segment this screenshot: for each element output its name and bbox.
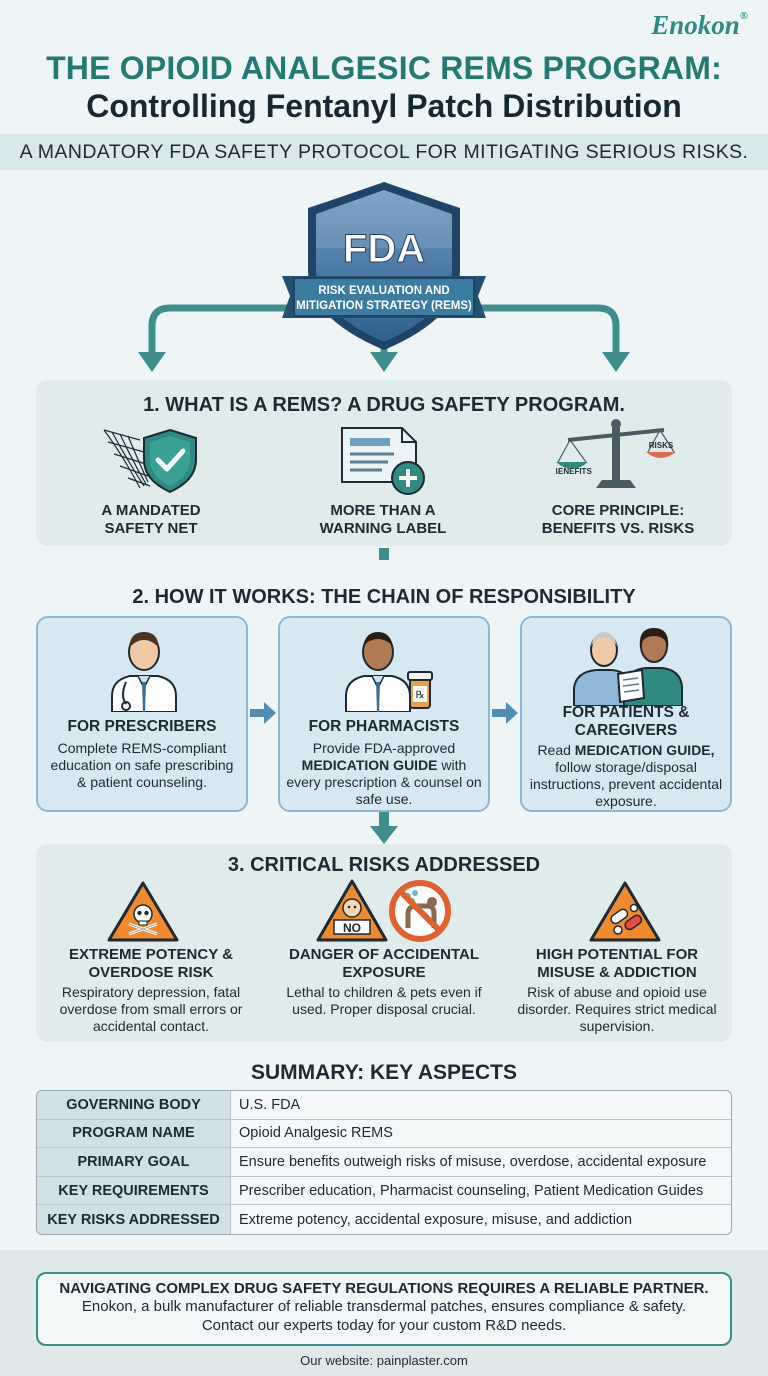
section1-title: 1. WHAT IS A REMS? A DRUG SAFETY PROGRAM… [143,394,625,416]
card-pharmacists-body: Provide FDA-approved MEDICATION GUIDE wi… [286,740,482,807]
summary-key: KEY REQUIREMENTS [37,1176,231,1206]
summary-value: Prescriber education, Pharmacist counsel… [231,1177,731,1206]
item-safety-net: A MANDATED SAFETY NET [101,502,201,537]
risk-exposure-body: Lethal to children & pets even if used. … [286,984,482,1017]
arrow-right-icon [492,702,518,724]
connector-left [148,304,300,356]
card-pharmacists-title: FOR PHARMACISTS [308,718,460,735]
arrowhead-center [370,352,398,372]
card-pharmacists: ℞ FOR PHARMACISTS Provide FDA-approved M… [278,616,490,812]
card-prescribers: FOR PRESCRIBERS Complete REMS-compliant … [36,616,248,812]
brand-logo: Enokon® [651,10,748,41]
card-patients-title: FOR PATIENTS & CAREGIVERS [562,704,690,739]
arrowhead-left [138,352,166,372]
page-title-line1: THE OPIOID ANALGESIC REMS PROGRAM: [46,50,722,86]
card-prescribers-title: FOR PRESCRIBERS [67,718,217,735]
registered-mark: ® [739,10,748,22]
no-label: NO [343,921,361,935]
risk-misuse-title: HIGH POTENTIAL FOR MISUSE & ADDICTION [535,946,699,981]
skull-warning-icon [107,881,179,942]
patient-caregiver-icon [573,628,683,706]
safety-net-shield-icon [103,428,197,494]
fda-logo-text: FDA [343,227,425,271]
banner-line1: RISK EVALUATION AND [318,285,449,297]
summary-value: Opioid Analgesic REMS [231,1120,731,1149]
arrowhead-right [602,352,630,372]
summary-key: PRIMARY GOAL [37,1148,231,1177]
summary-value: Ensure benefits outweigh risks of misuse… [231,1148,731,1177]
pills-warning-icon [589,881,661,942]
connector-right [468,304,620,356]
scale-risks-label: RISKS [649,441,674,450]
risk-misuse-body: Risk of abuse and opioid use disorder. R… [517,984,717,1034]
summary-key: PROGRAM NAME [37,1119,231,1149]
arrow-down-icon [370,812,398,844]
card-patients: FOR PATIENTS & CAREGIVERS Read MEDICATIO… [520,616,732,812]
arrow-right-icon [250,702,276,724]
balance-scale-icon: BENEFITS RISKS [556,419,676,488]
card-patients-body: Read MEDICATION GUIDE, follow storage/di… [529,742,723,809]
footer-headline: NAVIGATING COMPLEX DRUG SAFETY REGULATIO… [59,1280,709,1297]
section3-title: 3. CRITICAL RISKS ADDRESSED [227,854,541,876]
summary-value: Extreme potency, accidental exposure, mi… [239,1211,633,1228]
risk-exposure-title: DANGER OF ACCIDENTAL EXPOSURE [289,946,479,981]
scale-benefits-label: BENEFITS [556,467,592,476]
table-row: KEY RISKS ADDRESSED Extreme potency, acci… [37,1205,731,1234]
doctor-icon [111,632,177,712]
summary-title: SUMMARY: KEY ASPECTS [250,1061,518,1084]
banner-line2: MITIGATION STRATEGY (REMS) [296,300,472,312]
rx-symbol: ℞ [416,690,425,701]
risk-potency-body: Respiratory depression, fatal overdose f… [59,984,243,1034]
child-pet-warning-icon: NO [316,879,451,942]
risk-potency-title: EXTREME POTENCY & OVERDOSE RISK [69,946,233,981]
document-plus-icon [341,427,425,495]
section2-title: 2. HOW IT WORKS: THE CHAIN OF RESPONSIBI… [132,586,636,608]
section-what-is-rems: 1. WHAT IS A REMS? A DRUG SAFETY PROGRAM… [36,380,732,546]
section-critical-risks: 3. CRITICAL RISKS ADDRESSED EXTREME POTE… [36,844,732,1042]
footer-line3: Contact our experts today for your custo… [201,1317,567,1334]
summary-value: U.S. FDA [231,1091,731,1120]
brand-name: Enokon [651,10,740,40]
subtitle: A MANDATORY FDA SAFETY PROTOCOL FOR MITI… [0,134,768,170]
website-link[interactable]: Our website: painplaster.com [300,1353,468,1368]
fda-shield-icon: FDA RISK EVALUATION AND MITIGATION STRAT… [282,182,486,350]
summary-key: GOVERNING BODY [37,1091,231,1120]
page-title-line2: Controlling Fentanyl Patch Distribution [86,88,682,124]
item-core-principle: CORE PRINCIPLE: BENEFITS VS. RISKS [541,502,695,537]
pharmacist-icon: ℞ [345,632,433,712]
item-warning-label: MORE THAN A WARNING LABEL [319,502,447,537]
footer-line2: Enokon, a bulk manufacturer of reliable … [81,1298,687,1315]
footer-callout: NAVIGATING COMPLEX DRUG SAFETY REGULATIO… [36,1272,732,1346]
summary-key: KEY RISKS ADDRESSED [37,1205,231,1234]
card-prescribers-body: Complete REMS-compliant education on saf… [50,740,234,790]
